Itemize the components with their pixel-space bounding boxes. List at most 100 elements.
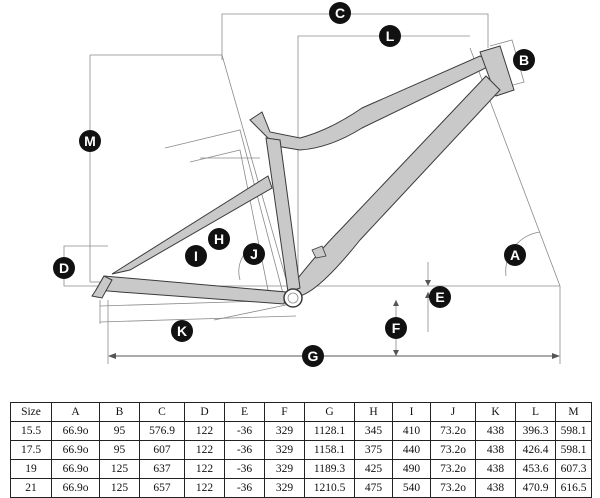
table-cell: 598.1 [555,421,592,441]
svg-text:G: G [308,348,319,364]
badge-f: F [385,317,407,339]
header-cell: F [264,402,305,422]
table-cell: 21 [10,478,52,498]
table-cell: 396.3 [515,421,556,441]
badge-d: D [53,257,75,279]
table-cell: 19 [10,459,52,479]
rear-dropout [91,275,113,299]
table-cell: 1128.1 [304,421,355,441]
table-row: 21 66.9o 125 657 122 -36 329 1210.5 475 … [10,478,592,498]
table-cell: 1189.3 [304,459,355,479]
table-cell: 576.9 [139,421,185,441]
table-cell: 453.6 [515,459,556,479]
table-cell: 73.2o [430,421,476,441]
table-row: 17.5 66.9o 95 607 122 -36 329 1158.1 375… [10,440,592,460]
table-cell: 66.9o [51,478,100,498]
svg-text:B: B [519,52,529,68]
table-header-row: Size A B C D E F G H I J K L M [10,402,592,422]
seat-tube [265,137,301,293]
table-cell: 1158.1 [304,440,355,460]
svg-text:C: C [335,5,345,21]
header-cell: M [555,402,592,422]
badge-l: L [379,25,401,47]
svg-text:L: L [386,28,395,44]
frame-geometry-diagram: C L B M H I J A D E K F [53,2,561,367]
svg-text:J: J [250,246,258,262]
header-cell: G [304,402,355,422]
badge-e: E [429,286,451,308]
header-cell: H [354,402,393,422]
badge-i: I [185,245,207,267]
header-cell: L [515,402,556,422]
table-cell: 73.2o [430,440,476,460]
header-cell: C [139,402,185,422]
table-cell: 410 [392,421,431,441]
table-cell: 470.9 [515,478,556,498]
table-cell: 66.9o [51,459,100,479]
table-cell: 329 [264,421,305,441]
header-cell: E [224,402,265,422]
badge-a: A [504,244,526,266]
table-cell: 490 [392,459,431,479]
table-cell: 637 [139,459,185,479]
table-cell: 438 [475,459,516,479]
table-cell: 17.5 [10,440,52,460]
table-cell: 73.2o [430,459,476,479]
table-cell: 438 [475,440,516,460]
seat-stays [111,175,273,275]
table-cell: 438 [475,478,516,498]
table-cell: 73.2o [430,478,476,498]
table-cell: 475 [354,478,393,498]
table-row: 19 66.9o 125 637 122 -36 329 1189.3 425 … [10,459,592,479]
table-cell: 345 [354,421,393,441]
header-cell: A [51,402,100,422]
table-cell: -36 [224,459,265,479]
svg-text:F: F [392,320,401,336]
table-cell: -36 [224,440,265,460]
table-cell: 598.1 [555,440,592,460]
svg-text:E: E [435,289,444,305]
badge-g: G [302,345,324,367]
badge-m: M [79,130,101,152]
table-cell: -36 [224,421,265,441]
header-cell: K [475,402,516,422]
table-cell: 125 [99,478,140,498]
table-cell: 15.5 [10,421,52,441]
svg-text:M: M [84,133,96,149]
svg-text:H: H [214,231,224,247]
table-cell: 122 [184,478,225,498]
geometry-table: Size A B C D E F G H I J K L M 15.5 66.9… [10,402,592,498]
header-cell: J [430,402,476,422]
table-cell: 657 [139,478,185,498]
table-cell: 607 [139,440,185,460]
table-cell: 607.3 [555,459,592,479]
table-cell: 616.5 [555,478,592,498]
table-cell: 1210.5 [304,478,355,498]
svg-text:K: K [177,323,187,339]
table-cell: 375 [354,440,393,460]
header-cell: D [184,402,225,422]
badge-b: B [513,49,535,71]
bike-frame [91,45,515,308]
table-cell: 122 [184,459,225,479]
table-cell: 425 [354,459,393,479]
table-cell: 95 [99,440,140,460]
header-cell: Size [10,402,52,422]
table-cell: 440 [392,440,431,460]
header-cell: B [99,402,140,422]
table-cell: 95 [99,421,140,441]
table-cell: 66.9o [51,440,100,460]
badge-c: C [329,2,351,24]
svg-text:A: A [510,247,520,263]
table-cell: 438 [475,421,516,441]
table-cell: 329 [264,478,305,498]
bottom-bracket [283,288,303,308]
badge-h: H [208,228,230,250]
table-cell: 122 [184,421,225,441]
table-row: 15.5 66.9o 95 576.9 122 -36 329 1128.1 3… [10,421,592,441]
table-cell: 329 [264,440,305,460]
badge-k: K [171,320,193,342]
svg-text:D: D [59,260,69,276]
table-cell: 540 [392,478,431,498]
table-cell: 125 [99,459,140,479]
